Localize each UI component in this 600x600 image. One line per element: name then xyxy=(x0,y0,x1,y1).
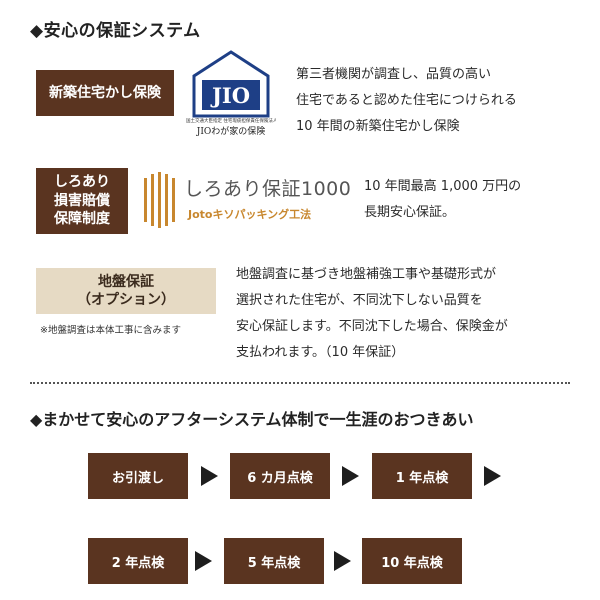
label-text: 新築住宅かし保険 xyxy=(49,84,161,101)
desc-line: 長期安心保証。 xyxy=(364,205,456,220)
desc-line: 10 年間最高 1,000 万円の xyxy=(364,179,522,194)
jio-logo-text: JIO xyxy=(210,83,250,108)
arrow-right-icon xyxy=(484,466,501,486)
jio-logo: JIO 国土交通大臣指定 住宅瑕疵担保責任保険法人 JIOわが家の保険 xyxy=(186,48,276,138)
label-line: しろあり xyxy=(54,173,110,190)
step-10-year-inspection: 10 年点検 xyxy=(362,538,462,584)
desc-line: 選択された住宅が、不同沈下しない品質を xyxy=(236,293,483,308)
jio-house-icon: JIO xyxy=(192,50,270,118)
ground-survey-note: ※地盤調査は本体工事に含みます xyxy=(40,325,181,336)
shiroari-logo: しろあり保証1000 Jotoキソパッキング工法 xyxy=(142,170,352,230)
desc-line: 第三者機関が調査し、品質の高い xyxy=(296,67,492,82)
label-termite-damage-guarantee: しろあり 損害賠償 保障制度 xyxy=(36,168,128,234)
section-title-after-service: ◆まかせて安心のアフターシステム体制で一生涯のおつきあい xyxy=(30,410,474,429)
arrow-right-icon xyxy=(195,551,212,571)
step-5-year-inspection: 5 年点検 xyxy=(224,538,324,584)
step-2-year-inspection: 2 年点検 xyxy=(88,538,188,584)
step-label: 10 年点検 xyxy=(381,555,443,571)
section-title-warranty: ◆安心の保証システム xyxy=(30,21,201,41)
arrow-right-icon xyxy=(334,551,351,571)
step-label: 2 年点検 xyxy=(111,555,165,571)
desc-line: 支払われます。（10 年保証） xyxy=(236,345,405,360)
label-new-home-defect-insurance: 新築住宅かし保険 xyxy=(36,70,174,116)
step-label: 5 年点検 xyxy=(247,555,301,571)
shiroari-logo-title: しろあり保証1000 xyxy=(184,178,352,200)
label-line: 地盤保証 xyxy=(98,273,154,290)
label-line: 損害賠償 xyxy=(54,192,110,209)
arrow-right-icon xyxy=(201,466,218,486)
step-label: 6 カ月点検 xyxy=(247,470,313,486)
label-line: 保障制度 xyxy=(54,211,110,228)
shiroari-description: 10 年間最高 1,000 万円の 長期安心保証。 xyxy=(364,174,521,226)
jio-logo-small-text: 国土交通大臣指定 住宅瑕疵担保責任保険法人 xyxy=(186,119,276,124)
dotted-divider xyxy=(30,382,570,384)
jio-description: 第三者機関が調査し、品質の高い 住宅であると認めた住宅につけられる 10 年間の… xyxy=(296,62,517,140)
label-ground-guarantee: 地盤保証 （オプション） xyxy=(36,268,216,314)
ground-guarantee-description: 地盤調査に基づき地盤補強工事や基礎形式が 選択された住宅が、不同沈下しない品質を… xyxy=(236,262,508,366)
label-line: （オプション） xyxy=(77,292,175,308)
shiroari-logo-subtitle: Jotoキソパッキング工法 xyxy=(188,208,312,221)
desc-line: 住宅であると認めた住宅につけられる xyxy=(296,93,517,108)
step-handover: お引渡し xyxy=(88,453,188,499)
step-label: お引渡し xyxy=(111,470,164,486)
arrow-right-icon xyxy=(342,466,359,486)
step-6-month-inspection: 6 カ月点検 xyxy=(230,453,330,499)
shiroari-stripes-icon xyxy=(144,172,175,228)
step-1-year-inspection: 1 年点検 xyxy=(372,453,472,499)
step-label: 1 年点検 xyxy=(395,470,449,486)
desc-line: 地盤調査に基づき地盤補強工事や基礎形式が xyxy=(236,267,497,282)
jio-logo-caption: JIOわが家の保険 xyxy=(196,127,266,137)
desc-line: 10 年間の新築住宅かし保険 xyxy=(296,119,460,134)
desc-line: 安心保証します。不同沈下した場合、保険金が xyxy=(236,319,508,334)
